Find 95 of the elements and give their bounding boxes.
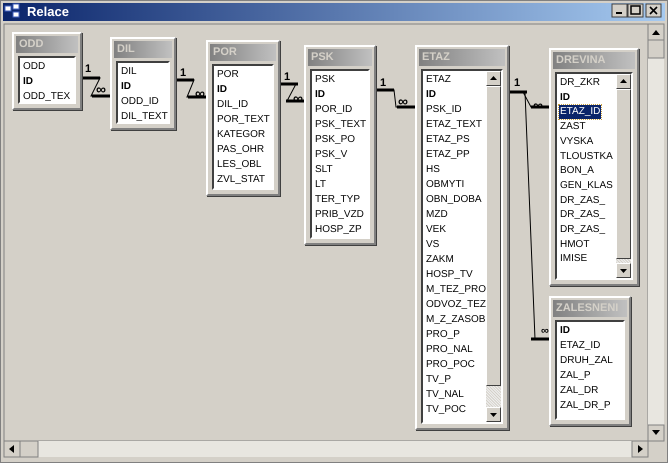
- field-name: ZAKM: [425, 253, 455, 267]
- table-title: DIL: [114, 41, 172, 58]
- field-name: DRUH_ZAL: [559, 354, 614, 368]
- table-box: [304, 45, 376, 245]
- field-name: ID: [22, 75, 34, 89]
- cardinality-label: 1: [180, 68, 186, 79]
- table-box: [549, 48, 639, 286]
- field-name: ETAZ_ID: [559, 339, 602, 353]
- field-name: PAS_OHR: [216, 143, 266, 157]
- field-name: DR_ZKR: [559, 76, 602, 90]
- table-box: [12, 32, 82, 110]
- relationship-line: [280, 82, 304, 102]
- table-title: DREVINA: [553, 52, 635, 69]
- cardinality-label: 1: [514, 78, 520, 89]
- field-name: ID: [216, 83, 228, 97]
- relationship-line: [82, 76, 110, 98]
- table-box: [206, 40, 280, 196]
- field-name: LES_OBL: [216, 158, 262, 172]
- field-name: OBN_DOBA: [425, 193, 483, 207]
- field-name: ODD_ID: [120, 95, 160, 109]
- field-name: ODVOZ_TEZ: [425, 298, 488, 312]
- table-title: POR: [210, 44, 276, 61]
- field-name: ID: [559, 324, 571, 338]
- field-name: ETAZ_ID: [559, 105, 602, 120]
- field-name: DR_ZAS_: [559, 223, 606, 237]
- field-name: HS: [425, 163, 441, 177]
- cardinality-label: ∞: [398, 96, 408, 107]
- field-name: GEN_KLAS: [559, 178, 614, 193]
- field-name: DR_ZAS_: [559, 208, 606, 222]
- field-name: BON_A: [559, 164, 595, 178]
- field-name: ZVL_STAT: [216, 173, 266, 187]
- field-name: PSK: [314, 73, 336, 87]
- field-name: ID: [314, 88, 326, 102]
- table-box: [415, 45, 509, 430]
- field-name: PRO_POC: [425, 358, 476, 372]
- field-name: ZAST: [559, 120, 587, 134]
- field-name: POR: [216, 68, 240, 82]
- field-name: HMOT: [559, 238, 590, 252]
- field-name: KATEGOR: [216, 128, 266, 142]
- field-name: VYSKA: [559, 134, 594, 149]
- field-name: OBMYTI: [425, 178, 466, 192]
- field-name: M_Z_ZASOB: [425, 313, 486, 327]
- table-title: PSK: [308, 49, 372, 66]
- field-name: PSK_V: [314, 148, 348, 162]
- field-name: HOSP_ZP: [314, 223, 363, 237]
- field-name: VEK: [425, 223, 448, 237]
- relationship-line: [508, 90, 550, 340]
- field-name: ETAZ: [425, 73, 452, 87]
- field-name: PSK_PO: [314, 133, 356, 147]
- field-name: TV_P: [425, 373, 452, 387]
- field-name: ZAL_P: [559, 369, 592, 383]
- table-title: ETAZ: [419, 49, 505, 66]
- field-name: LT: [314, 178, 327, 192]
- field-name: TV_NAL: [425, 388, 465, 402]
- window-title: Relace: [27, 5, 69, 19]
- field-name: ETAZ_PP: [425, 148, 471, 162]
- field-name: MZD: [425, 208, 449, 222]
- table-title: ODD: [16, 36, 78, 53]
- field-name: DR_ZAS_: [559, 194, 606, 208]
- cardinality-label: 1: [284, 72, 290, 83]
- field-name: TLOUSTKA: [559, 150, 614, 164]
- field-name: DIL: [120, 65, 138, 79]
- field-name: POR_ID: [314, 103, 354, 117]
- field-name: SLT: [314, 163, 334, 177]
- field-name: DIL_TEXT: [120, 110, 168, 122]
- field-name: ODD: [22, 60, 46, 74]
- cardinality-label: ∞: [541, 326, 549, 337]
- field-name: ETAZ_TEXT: [425, 118, 483, 132]
- field-name: DIL_ID: [216, 98, 250, 112]
- cardinality-label: ∞: [96, 84, 106, 95]
- field-name: TV_POC: [425, 403, 468, 417]
- field-name: ODD_TEX: [22, 90, 72, 102]
- field-name: TER_TYP: [314, 193, 362, 207]
- field-name: PSK_TEXT: [314, 118, 368, 132]
- field-name: IMISE: [559, 252, 588, 266]
- field-name: VS: [425, 238, 440, 252]
- field-name: HOSP_TV: [425, 268, 474, 282]
- field-name: PRO_NAL: [425, 343, 474, 357]
- field-name: PSK_ID: [425, 103, 463, 117]
- table-box: [549, 296, 631, 426]
- field-name: ID: [559, 90, 571, 105]
- field-name: M_TEZ_PRO: [425, 283, 488, 297]
- cardinality-label: 1: [85, 64, 92, 75]
- field-name: ID: [425, 88, 437, 102]
- cardinality-label: 1: [380, 78, 386, 89]
- field-name: POR_TEXT: [216, 113, 271, 127]
- relationship-line: [376, 88, 416, 108]
- field-name: PRIB_VZD: [314, 208, 365, 222]
- relationship-line: [176, 78, 206, 98]
- field-name: PRO_P: [425, 328, 461, 342]
- field-name: ETAZ_PS: [425, 133, 471, 147]
- field-name: ID: [120, 80, 132, 94]
- field-name: ZAL_DR: [559, 384, 600, 398]
- table-box: [110, 37, 176, 130]
- field-name: ZAL_DR_P: [559, 399, 612, 413]
